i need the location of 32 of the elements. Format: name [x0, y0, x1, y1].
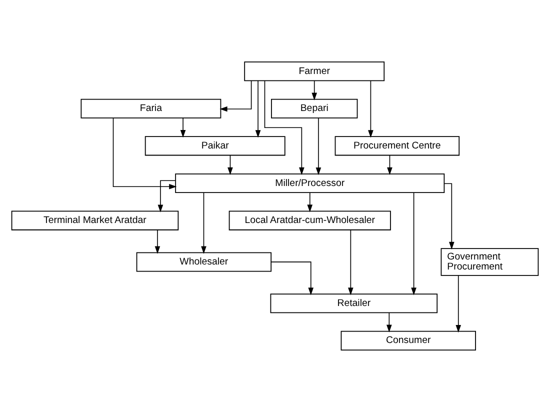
node-box: Paikar — [144, 136, 286, 156]
node-box: Faria — [80, 98, 222, 118]
arrow — [444, 182, 454, 250]
arrow — [201, 192, 206, 254]
arrow — [112, 117, 177, 189]
node-box: Farmer — [244, 61, 385, 81]
node-box: Consumer — [340, 330, 476, 350]
arrow — [312, 80, 318, 100]
arrow — [348, 229, 354, 295]
arrow — [228, 154, 233, 174]
node-box: Procurement Centre — [334, 136, 460, 156]
node-box: Terminal Market Aratdar — [11, 210, 179, 230]
node-box: Local Aratdar-cum-Wholesaler — [228, 210, 391, 230]
arrow — [456, 274, 462, 332]
arrow — [387, 154, 392, 174]
arrow — [154, 229, 160, 254]
node-box: Miller/Processor — [175, 172, 445, 193]
arrow — [307, 192, 313, 212]
arrow — [180, 117, 186, 138]
arrow — [386, 312, 392, 332]
arrow — [368, 80, 374, 138]
arrow — [264, 80, 304, 175]
arrow — [411, 192, 416, 295]
arrow — [158, 180, 176, 212]
node-box: Bepari — [271, 98, 358, 118]
node-box: Government Procurement — [440, 248, 539, 276]
node-box: Wholesaler — [136, 252, 272, 272]
node-box: Retailer — [270, 293, 438, 313]
arrow — [316, 117, 322, 175]
arrow — [270, 261, 314, 295]
arrow — [255, 80, 261, 138]
arrow — [220, 80, 252, 112]
